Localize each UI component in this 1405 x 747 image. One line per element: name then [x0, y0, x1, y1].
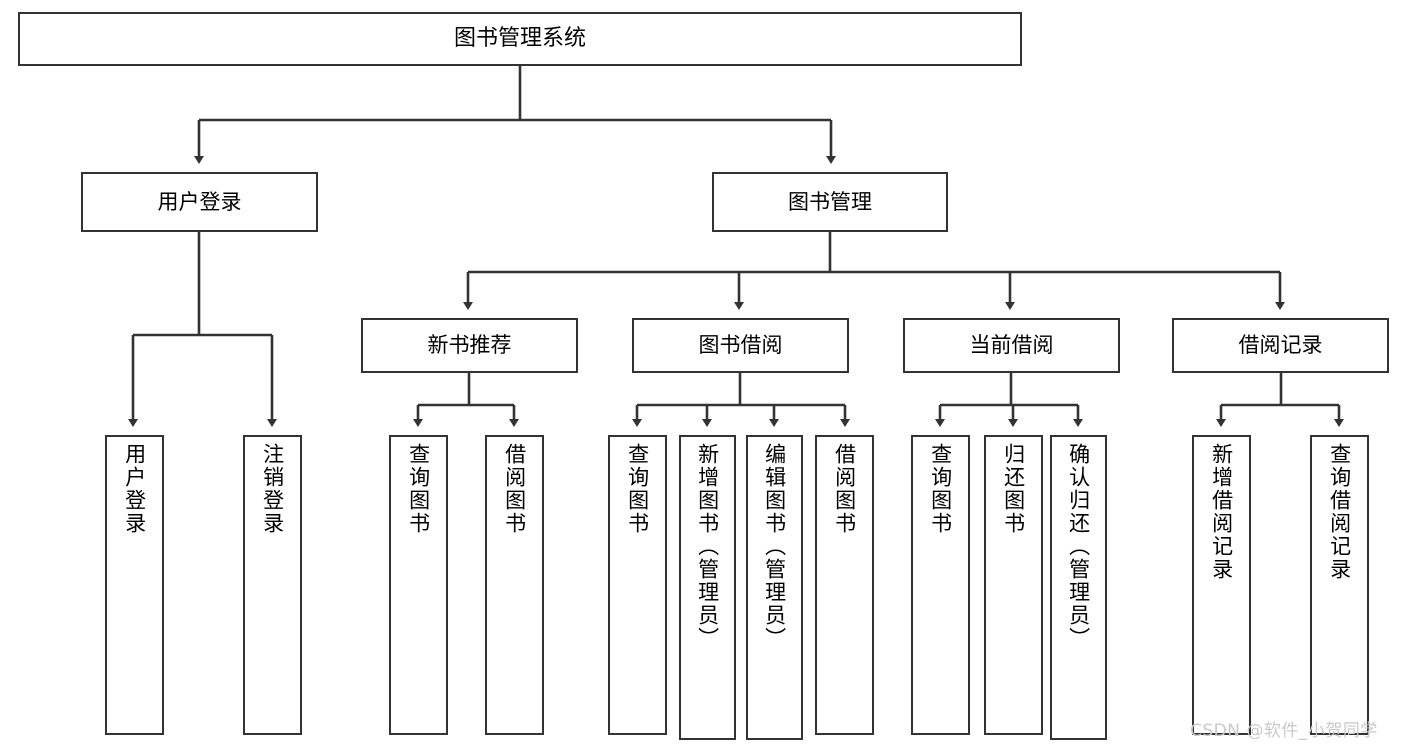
node-leaf-query-book-1-label: 查询图书 [406, 443, 431, 535]
node-user-login-label: 用户登录 [157, 189, 242, 214]
node-leaf-edit-book-admin[interactable]: 编辑图书（管理员） [746, 435, 803, 740]
node-leaf-confirm-return-admin-label: 确认归还（管理员） [1066, 443, 1091, 650]
node-new-book-recommend[interactable]: 新书推荐 [361, 318, 578, 373]
node-user-login[interactable]: 用户登录 [81, 172, 318, 232]
node-leaf-user-logout-label: 注销登录 [260, 443, 285, 535]
node-leaf-add-book-admin-label: 新增图书（管理员） [695, 443, 720, 650]
node-leaf-query-book-3-label: 查询图书 [928, 443, 953, 535]
node-leaf-confirm-return-admin[interactable]: 确认归还（管理员） [1050, 435, 1107, 740]
node-book-borrow-label: 图书借阅 [698, 333, 783, 358]
node-leaf-add-borrow-record-label: 新增借阅记录 [1209, 443, 1234, 581]
node-current-borrow-label: 当前借阅 [969, 333, 1054, 358]
node-book-borrow[interactable]: 图书借阅 [632, 318, 849, 373]
node-borrow-record[interactable]: 借阅记录 [1172, 318, 1389, 373]
csdn-watermark: CSDN @软件_小贺同学 [1190, 721, 1378, 741]
node-leaf-query-book-1[interactable]: 查询图书 [389, 435, 448, 735]
node-leaf-return-book-label: 归还图书 [1001, 443, 1026, 535]
node-borrow-record-label: 借阅记录 [1238, 333, 1323, 358]
node-leaf-add-borrow-record[interactable]: 新增借阅记录 [1192, 435, 1251, 735]
node-leaf-return-book[interactable]: 归还图书 [984, 435, 1043, 735]
node-leaf-borrow-book-2[interactable]: 借阅图书 [815, 435, 874, 735]
node-book-manage-label: 图书管理 [788, 189, 872, 214]
node-new-book-recommend-label: 新书推荐 [427, 333, 512, 358]
node-leaf-borrow-book-2-label: 借阅图书 [832, 443, 857, 535]
node-leaf-user-login[interactable]: 用户登录 [105, 435, 164, 735]
node-leaf-user-login-label: 用户登录 [122, 443, 147, 535]
node-root-label: 图书管理系统 [453, 26, 586, 52]
node-current-borrow[interactable]: 当前借阅 [903, 318, 1120, 373]
node-leaf-query-book-3[interactable]: 查询图书 [911, 435, 970, 735]
node-leaf-borrow-book-1[interactable]: 借阅图书 [485, 435, 544, 735]
node-leaf-edit-book-admin-label: 编辑图书（管理员） [762, 443, 787, 650]
node-leaf-borrow-book-1-label: 借阅图书 [502, 443, 527, 535]
node-leaf-query-book-2[interactable]: 查询图书 [608, 435, 667, 735]
node-book-manage[interactable]: 图书管理 [712, 172, 948, 232]
node-leaf-query-book-2-label: 查询图书 [625, 443, 650, 535]
node-leaf-query-borrow-record-label: 查询借阅记录 [1327, 443, 1352, 581]
node-leaf-add-book-admin[interactable]: 新增图书（管理员） [679, 435, 736, 740]
node-root[interactable]: 图书管理系统 [18, 12, 1022, 66]
node-leaf-user-logout[interactable]: 注销登录 [243, 435, 302, 735]
node-leaf-query-borrow-record[interactable]: 查询借阅记录 [1310, 435, 1369, 735]
